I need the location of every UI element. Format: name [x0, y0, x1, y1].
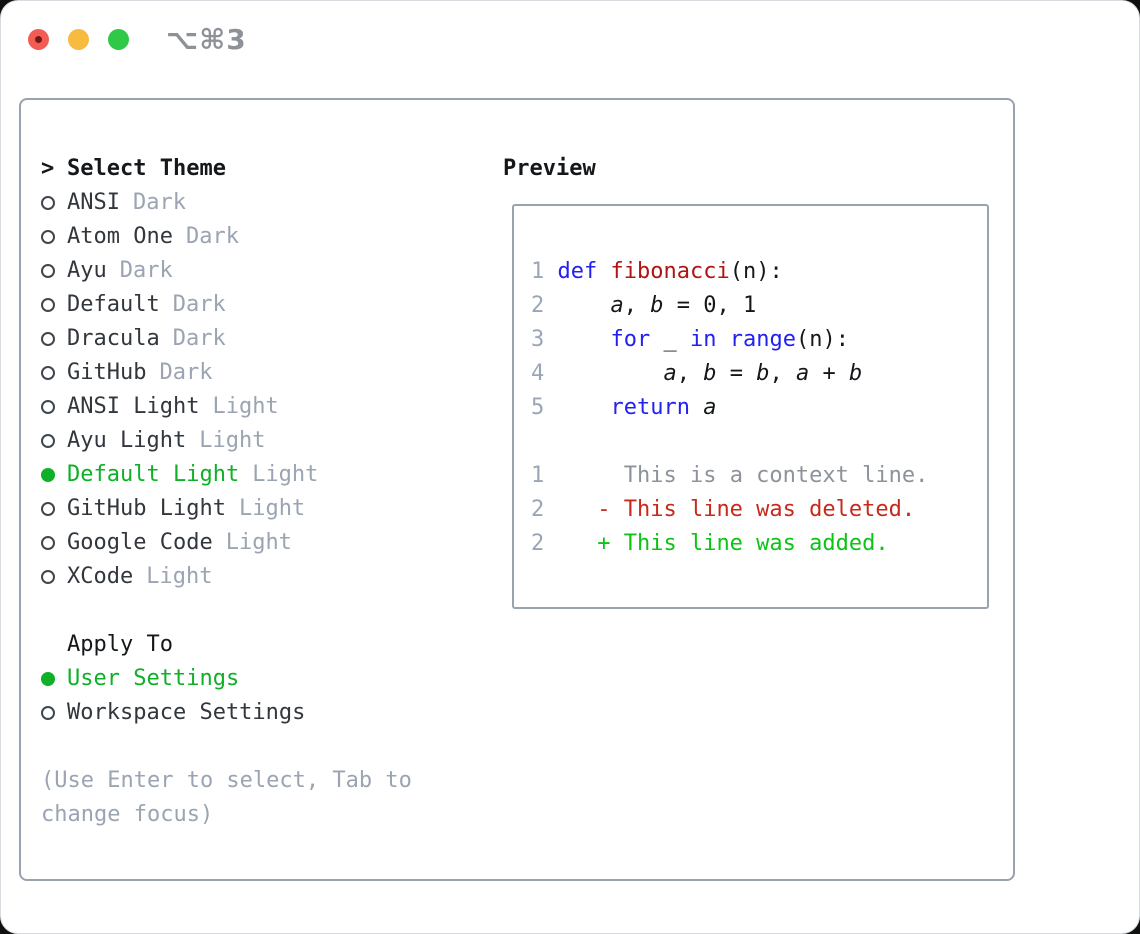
theme-variant: Light [199, 428, 266, 453]
radio-icon [41, 434, 67, 448]
theme-variant: Light [252, 462, 319, 487]
preview-line: 1 This is a context line. [531, 463, 929, 488]
theme-option-ayu-light[interactable]: Ayu Light Light [41, 424, 412, 458]
theme-option-github-light[interactable]: GitHub Light Light [41, 492, 412, 526]
preview-line: 5 return a [531, 395, 717, 420]
theme-name: Default Light [67, 462, 240, 487]
apply-option-label: User Settings [67, 666, 240, 691]
preview-code: 1 def fibonacci(n): 2 a, b = 0, 1 3 for _ … [531, 255, 987, 561]
theme-option-dracula[interactable]: Dracula Dark [41, 322, 412, 356]
radio-icon [41, 536, 67, 550]
radio-icon [41, 332, 67, 346]
radio-icon [41, 264, 67, 278]
preview-line [531, 425, 987, 459]
apply-option-user-settings[interactable]: User Settings [41, 662, 412, 696]
spacer [41, 730, 412, 764]
preview-box: 1 def fibonacci(n): 2 a, b = 0, 1 3 for _ … [512, 204, 989, 609]
theme-variant: Dark [185, 224, 239, 249]
help-text: (Use Enter to select, Tab to change focus… [41, 764, 412, 832]
theme-variant: Light [212, 394, 279, 419]
theme-option-ansi-light[interactable]: ANSI Light Light [41, 390, 412, 424]
preview-line: 2 + This line was added. [531, 531, 889, 556]
theme-option-atom-one[interactable]: Atom One Dark [41, 220, 412, 254]
theme-variant: Dark [132, 190, 186, 215]
close-button[interactable] [28, 28, 49, 50]
apply-to-header: Apply To [41, 628, 412, 662]
theme-option-xcode[interactable]: XCode Light [41, 560, 412, 594]
radio-icon [41, 400, 67, 414]
minimize-button[interactable] [68, 28, 89, 50]
theme-name: Ayu [67, 258, 107, 283]
maximize-button[interactable] [108, 28, 129, 50]
spacer [41, 594, 412, 628]
theme-option-google-code[interactable]: Google Code Light [41, 526, 412, 560]
help-line: (Use Enter to select, Tab to [41, 768, 412, 793]
radio-icon [41, 196, 67, 210]
radio-icon [41, 366, 67, 380]
apply-to-title: Apply To [67, 632, 173, 657]
theme-variant: Dark [172, 292, 226, 317]
theme-name: Ayu Light [67, 428, 187, 453]
preview-line: 1 def fibonacci(n): [531, 259, 783, 284]
theme-name: Atom One [67, 224, 173, 249]
close-dot-icon [35, 35, 42, 43]
help-line: change focus) [41, 802, 214, 827]
theme-option-github[interactable]: GitHub Dark [41, 356, 412, 390]
radio-icon [41, 298, 67, 312]
apply-option-label: Workspace Settings [67, 700, 306, 725]
select-theme-header: > Select Theme [41, 152, 412, 186]
preview-header: Preview [503, 156, 596, 181]
theme-name: Google Code [67, 530, 213, 555]
theme-name: ANSI [67, 190, 120, 215]
theme-option-ayu[interactable]: Ayu Dark [41, 254, 412, 288]
theme-name: Dracula [67, 326, 160, 351]
titlebar: ⌥⌘3 [28, 23, 247, 56]
radio-icon [41, 672, 67, 686]
radio-icon [41, 502, 67, 516]
radio-icon [41, 706, 67, 720]
preview-line: 2 - This line was deleted. [531, 497, 916, 522]
prompt-icon: > [41, 156, 55, 181]
radio-icon [41, 570, 67, 584]
theme-option-default-light[interactable]: Default Light Light [41, 458, 412, 492]
theme-name: XCode [67, 564, 134, 589]
theme-name: GitHub Light [67, 496, 226, 521]
window-shortcut-label: ⌥⌘3 [166, 22, 247, 56]
apply-option-workspace-settings[interactable]: Workspace Settings [41, 696, 412, 730]
theme-option-ansi[interactable]: ANSI Dark [41, 186, 412, 220]
theme-name: GitHub [67, 360, 147, 385]
theme-variant: Light [146, 564, 213, 589]
preview-line: 2 a, b = 0, 1 [531, 293, 757, 318]
preview-line: 3 for _ in range(n): [531, 327, 849, 352]
theme-name: Default [67, 292, 160, 317]
select-theme-title: Select Theme [67, 156, 226, 181]
theme-name: ANSI Light [67, 394, 200, 419]
theme-variant: Light [238, 496, 306, 521]
theme-variant: Dark [119, 258, 173, 283]
theme-variant: Dark [172, 326, 226, 351]
theme-variant: Light [225, 530, 292, 555]
radio-icon [41, 230, 67, 244]
radio-icon [41, 468, 67, 482]
preview-line: 4 a, b = b, a + b [531, 361, 863, 386]
theme-option-default[interactable]: Default Dark [41, 288, 412, 322]
theme-variant: Dark [159, 360, 213, 385]
